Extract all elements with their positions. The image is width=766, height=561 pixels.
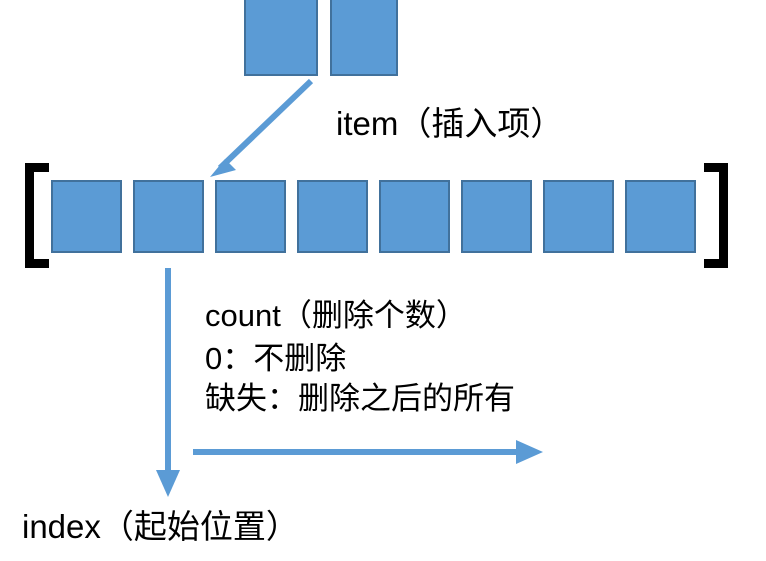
- item-label: item（插入项）: [336, 105, 564, 142]
- item-box-2: [330, 0, 398, 76]
- count-zero-label: 0：不删除: [205, 341, 347, 376]
- item-insert-arrow-icon: [210, 78, 314, 177]
- array-box-3: [215, 180, 286, 253]
- array-box-6: [461, 180, 532, 253]
- count-range-arrow-icon: [193, 440, 543, 464]
- array-close-bracket: [704, 163, 728, 268]
- array-box-1: [51, 180, 122, 253]
- count-label: count（删除个数）: [205, 298, 467, 333]
- count-missing-label: 缺失：删除之后的所有: [205, 381, 515, 416]
- array-open-bracket: [25, 163, 49, 268]
- index-label: index（起始位置）: [22, 508, 299, 545]
- item-box-1: [244, 0, 318, 76]
- array-box-2: [133, 180, 204, 253]
- array-box-5: [379, 180, 450, 253]
- index-pointer-arrow-icon: [156, 268, 180, 497]
- array-box-4: [297, 180, 368, 253]
- array-box-7: [543, 180, 614, 253]
- array-box-8: [625, 180, 696, 253]
